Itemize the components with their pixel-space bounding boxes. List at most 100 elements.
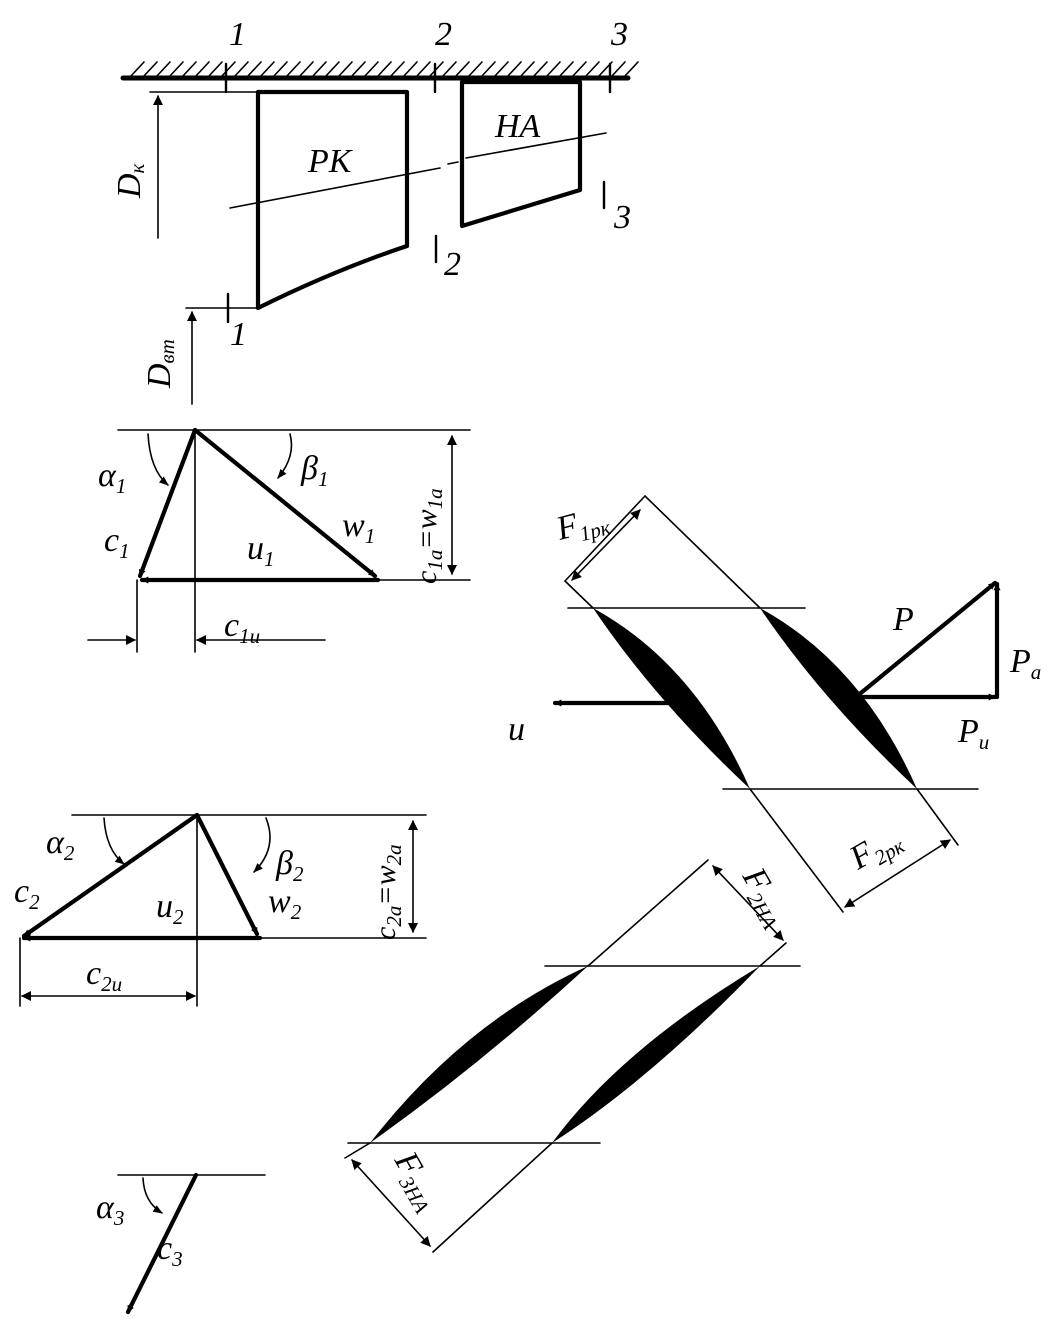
tri3-alpha3-arc (142, 1177, 163, 1214)
tri3-c3-label: c3 (157, 1230, 183, 1271)
tri2-w2-label: w2 (268, 883, 302, 924)
hatch-mark (194, 61, 210, 78)
stator-f2-label: F2НА (731, 861, 797, 934)
tri1-c1-label: c1 (104, 522, 130, 563)
rotor-f2-label: F2рк (843, 819, 909, 881)
velocity-triangle-2: α2 β2 c2 u2 w2 c2u c2a=w2a (14, 812, 427, 1007)
tri2-c2-label: c2 (14, 873, 40, 914)
tri1-axial-label: c1a=w1a (410, 488, 447, 584)
rotor-blade-outline (255, 89, 410, 311)
hatch-mark (168, 61, 184, 78)
rotor-f1-dimension (571, 509, 641, 581)
rotor-pu-label: Pu (957, 713, 989, 754)
hatch-mark (207, 61, 223, 78)
rotor-force-p-vector (853, 580, 998, 700)
tri1-cu-label: c1u (224, 607, 260, 648)
meridional-section: 1 2 3 РК НА Dк Dвт 1 2 3 (111, 16, 639, 405)
hatch-mark (389, 61, 405, 78)
tri2-u2-label: u2 (156, 888, 184, 929)
hatch-mark (584, 61, 600, 78)
hatch-mark (363, 61, 379, 78)
hatch-mark (311, 61, 327, 78)
hatch-mark (454, 61, 470, 78)
stator-blade-1 (370, 966, 588, 1143)
hatch-mark (129, 61, 145, 78)
tri2-beta2-label: β2 (275, 845, 304, 886)
hatch-mark (220, 61, 236, 78)
tri1-beta1-label: β1 (300, 450, 328, 491)
tri3-alpha3-label: α3 (96, 1189, 124, 1230)
rotor-f2-extension-b (916, 788, 959, 846)
tri2-alpha2-arc (103, 817, 125, 865)
tri1-alpha1-label: α1 (98, 457, 126, 498)
velocity-triangle-1: α1 β1 c1 u1 w1 c1u c1a=w1a (87, 427, 471, 653)
tri1-beta1-arc (277, 433, 293, 479)
hatch-mark (532, 61, 548, 78)
tri2-alpha2-label: α2 (46, 824, 75, 865)
tri2-cu-label: c2u (86, 955, 122, 996)
rotor-f1-extension-b (564, 580, 594, 609)
velocity-triangle-3: α3 c3 (96, 1172, 266, 1315)
rotor-label: РК (307, 143, 354, 180)
mean-line-stator (465, 132, 607, 159)
hatch-mark (337, 61, 353, 78)
rotor-f2-extension-a (749, 788, 844, 913)
rotor-cascade: F1рк F2рк u P Pa Pu (508, 495, 1041, 913)
hatch-mark (246, 61, 262, 78)
rotor-pa-label: Pa (1009, 643, 1041, 684)
stator-cascade: F2НА F3НА (344, 859, 801, 1253)
hatch-mark (623, 61, 639, 78)
rotor-p-label: P (892, 601, 914, 638)
tri1-w1-label: w1 (342, 507, 375, 548)
hatch-mark (610, 61, 626, 78)
stator-f3-label: F3НА (383, 1145, 449, 1218)
stator-f3-dimension (351, 1159, 431, 1247)
hatch-mark (402, 61, 418, 78)
hatch-mark (571, 61, 587, 78)
stator-blade-2 (552, 966, 760, 1143)
mean-line-gap (447, 161, 459, 165)
hatch-mark (545, 61, 561, 78)
tri1-alpha1-arc (147, 433, 169, 486)
hatch-mark (506, 61, 522, 78)
mean-line-rotor (229, 167, 441, 209)
stator-f3-extension-a (344, 1142, 371, 1159)
stator-f2-extension-b (759, 942, 787, 967)
tri2-c2-vector (21, 812, 200, 939)
tri3-c3-vector (125, 1172, 199, 1315)
stator-f2-extension-a (587, 859, 709, 967)
hatch-mark (376, 61, 392, 78)
hatch-mark (415, 61, 431, 78)
station-3-label: 3 (610, 16, 628, 53)
tri1-u1-label: u1 (247, 530, 275, 571)
casing-hatching (129, 61, 639, 78)
rotor-blade-1 (593, 608, 750, 789)
tri2-beta2-arc (253, 817, 271, 873)
station-2-hub-label: 2 (444, 246, 461, 283)
station-3-hub-label: 3 (613, 199, 631, 236)
hub-diameter-label: Dвт (141, 339, 179, 389)
hatch-mark (493, 61, 509, 78)
rotor-f1-label: F1рк (552, 499, 614, 552)
station-2-label: 2 (435, 16, 452, 53)
tri2-axial-label: c2a=w2a (369, 844, 406, 940)
station-1-label: 1 (229, 16, 246, 53)
tri1-c1-vector (137, 427, 198, 579)
stator-blade-outline (459, 79, 583, 229)
hatch-mark (558, 61, 574, 78)
hatch-mark (259, 61, 275, 78)
hatch-mark (285, 61, 301, 78)
hatch-mark (181, 61, 197, 78)
hatch-mark (519, 61, 535, 78)
hatch-mark (324, 61, 340, 78)
tri2-w2-vector (194, 812, 260, 937)
stator-f3-extension-b (432, 1142, 553, 1253)
hatch-mark (272, 61, 288, 78)
stator-f2-dimension (712, 865, 784, 941)
rotor-f1-extension-c (644, 495, 761, 609)
hatch-mark (142, 61, 158, 78)
hatch-mark (155, 61, 171, 78)
tip-diameter-label: Dк (111, 163, 149, 199)
hatch-mark (298, 61, 314, 78)
tri1-w1-vector (192, 427, 378, 579)
